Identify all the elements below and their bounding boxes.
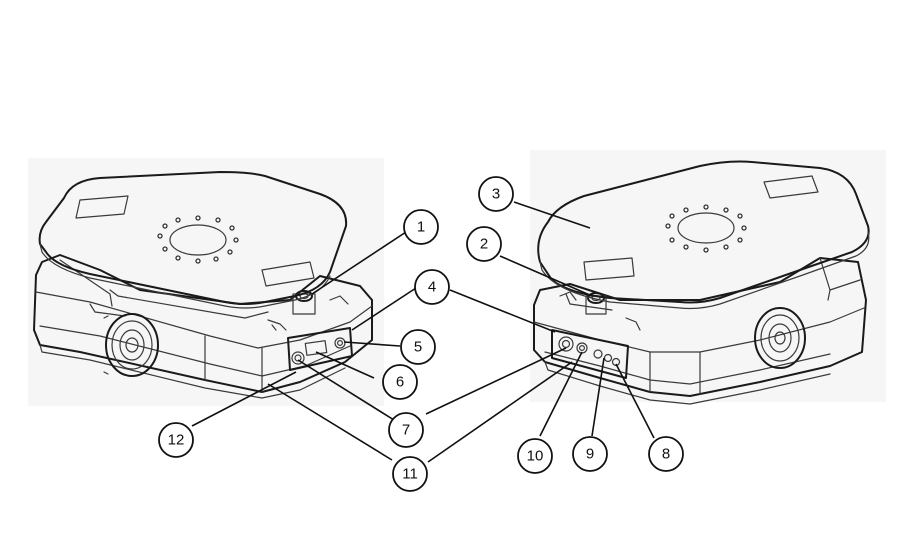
- right-plate-window-2: [763, 175, 819, 199]
- callout-10-circle: [517, 438, 553, 474]
- callout-11-circle: [392, 456, 428, 492]
- leader-11b: [427, 361, 573, 463]
- left-top-plate: [38, 171, 348, 305]
- callout-12: 12: [158, 422, 194, 458]
- callout-9-label: 9: [586, 446, 594, 463]
- callout-4: 4: [414, 269, 450, 305]
- callout-12-circle: [158, 422, 194, 458]
- callout-5: 5: [400, 329, 436, 365]
- callout-1-label: 1: [417, 219, 425, 236]
- callout-8-circle: [648, 436, 684, 472]
- leader-1: [311, 231, 407, 295]
- callout-5-label: 5: [414, 339, 422, 356]
- callout-1-circle: [403, 209, 439, 245]
- leader-9: [591, 357, 605, 437]
- callout-3: 3: [478, 176, 514, 212]
- callout-9: 9: [572, 436, 608, 472]
- left-plate-holes: [157, 215, 239, 264]
- callout-4-label: 4: [428, 279, 436, 296]
- right-plate-window-1: [583, 257, 635, 281]
- callout-7: 7: [388, 412, 424, 448]
- leader-8: [615, 363, 655, 439]
- callout-7-circle: [388, 412, 424, 448]
- callout-8: 8: [648, 436, 684, 472]
- right-top-plate: [537, 160, 870, 304]
- callout-5-circle: [400, 329, 436, 365]
- callout-9-circle: [572, 436, 608, 472]
- leader-7a: [297, 359, 395, 421]
- callout-6-label: 6: [396, 374, 404, 391]
- callout-3-label: 3: [492, 186, 500, 203]
- leader-10: [539, 351, 583, 437]
- callout-10: 10: [517, 438, 553, 474]
- callout-4-circle: [414, 269, 450, 305]
- callout-3-circle: [478, 176, 514, 212]
- leader-7b: [425, 347, 567, 415]
- callout-2-circle: [466, 226, 502, 262]
- leader-11a: [267, 383, 393, 461]
- left-connector-panel: [287, 327, 353, 371]
- callout-6-circle: [382, 364, 418, 400]
- callout-8-label: 8: [662, 446, 670, 463]
- leader-4b: [449, 289, 556, 333]
- right-wheel: [754, 307, 806, 369]
- callout-11-label: 11: [402, 466, 418, 483]
- callout-11: 11: [392, 456, 428, 492]
- leader-3: [513, 201, 591, 229]
- callout-2: 2: [466, 226, 502, 262]
- leader-6: [315, 351, 375, 379]
- callout-2-label: 2: [480, 236, 488, 253]
- left-wheel: [103, 313, 159, 377]
- left-plate-window-2: [261, 261, 315, 287]
- right-plate-holes: [665, 204, 747, 253]
- right-robot-base: [533, 257, 867, 397]
- leader-lines: [191, 201, 655, 463]
- callout-6: 6: [382, 364, 418, 400]
- leader-12: [191, 371, 297, 427]
- leader-5: [343, 341, 401, 347]
- right-view-background: [530, 150, 886, 402]
- callout-10-label: 10: [527, 448, 544, 465]
- left-plate-window-1: [75, 195, 129, 219]
- callout-7-label: 7: [402, 422, 410, 439]
- callout-1: 1: [403, 209, 439, 245]
- right-robot: [533, 160, 870, 405]
- leader-2: [499, 255, 593, 297]
- callout-12-label: 12: [168, 432, 185, 449]
- leader-4a: [351, 287, 417, 331]
